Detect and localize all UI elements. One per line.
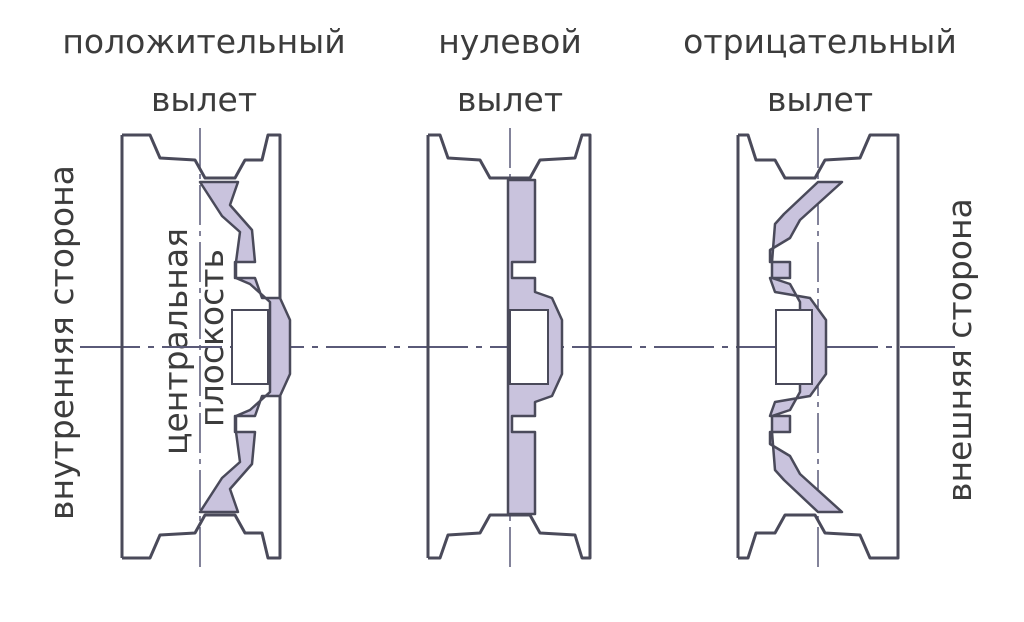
negative-rim	[736, 133, 900, 560]
zero-rim	[426, 133, 592, 560]
negative-hub	[775, 309, 813, 385]
positive-offset-line1: положительный	[62, 22, 346, 61]
negative-offset-title: отрицательный вылет	[650, 13, 990, 129]
negative-offset-line1: отрицательный	[683, 22, 957, 61]
wheel-zero-offset	[426, 128, 592, 568]
zero-offset-title: нулевой вылет	[380, 13, 640, 129]
positive-disc	[198, 180, 292, 514]
zero-hub	[509, 309, 549, 385]
positive-offset-line2: вылет	[150, 80, 258, 119]
positive-hub	[231, 309, 269, 385]
positive-offset-title: положительный вылет	[34, 13, 374, 129]
zero-offset-line1: нулевой	[438, 22, 582, 61]
zero-offset-line2: вылет	[456, 80, 564, 119]
wheel-positive-offset	[120, 128, 292, 568]
wheel-negative-offset	[736, 128, 900, 568]
negative-offset-line2: вылет	[766, 80, 874, 119]
